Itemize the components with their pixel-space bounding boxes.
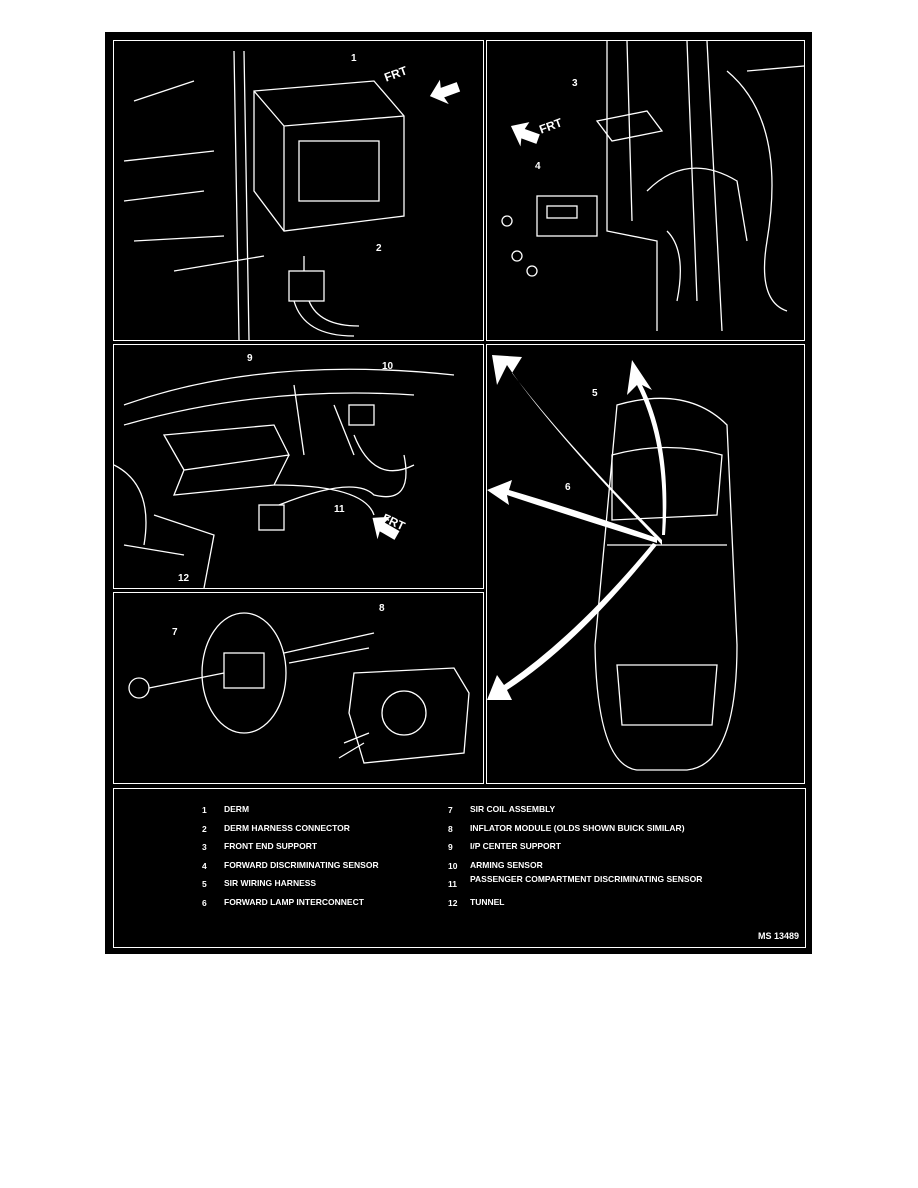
callout-7: 7	[172, 627, 178, 638]
derm-illustration	[123, 50, 461, 340]
callout-1: 1	[351, 53, 357, 64]
legend-item: 5 SIR WIRING HARNESS	[202, 879, 316, 889]
legend-item: 9 I/P CENTER SUPPORT	[448, 842, 561, 852]
legend-item-number: 10	[448, 860, 458, 871]
panel-derm: 1 2 FRT	[113, 40, 484, 341]
panel-forward-sensor: 3 4 FRT	[486, 40, 805, 341]
legend-item-number: 3	[202, 842, 207, 852]
legend-item-number: 11	[448, 879, 457, 889]
legend-item-label: FORWARD LAMP INTERCONNECT	[224, 896, 364, 907]
legend-item-number: 9	[448, 842, 453, 852]
legend-item-label: DERM	[224, 804, 250, 814]
panel-steering-wheel: 7 8	[113, 592, 484, 784]
diagram-frame: 1 2 FRT 3 4 FRT 9 10	[105, 32, 812, 954]
legend-item: 3 FRONT END SUPPORT	[202, 842, 317, 852]
legend-item: 8 INFLATOR MODULE (OLDS SHOWN BUICK SIMIL…	[448, 822, 685, 834]
legend-item-label: I/P CENTER SUPPORT	[470, 841, 561, 851]
legend-item: 2 DERM HARNESS CONNECTOR	[202, 822, 350, 834]
legend-item-number: 7	[448, 805, 453, 815]
steering-illustration	[128, 612, 470, 764]
forward-sensor-illustration	[501, 41, 804, 332]
legend: 1 DERM 2 DERM HARNESS CONNECTOR 3 FRONT END S…	[113, 788, 806, 948]
legend-item-label: SIR WIRING HARNESS	[224, 878, 317, 888]
legend-item-label: ARMING SENSOR	[470, 859, 543, 870]
legend-item-label: FRONT END SUPPORT	[224, 841, 318, 851]
legend-item: 1 DERM	[202, 805, 249, 815]
legend-item-label: INFLATOR MODULE (OLDS SHOWN BUICK SIMILA…	[470, 822, 685, 833]
legend-item: 10 ARMING SENSOR	[448, 859, 543, 871]
legend-item: 7 SIR COIL ASSEMBLY	[448, 805, 555, 815]
legend-item-number: 4	[202, 860, 207, 871]
panel-car-overview: 5 6	[486, 344, 805, 784]
legend-item-number: 12	[448, 897, 458, 908]
panel-ip-center-support: 9 10 11 12 FRT	[113, 344, 484, 589]
callout-11: 11	[334, 504, 345, 515]
legend-item-number: 2	[202, 823, 207, 834]
figure-id: MS 13489	[757, 931, 799, 941]
ip-center-illustration	[114, 368, 455, 588]
callout-5: 5	[592, 388, 598, 399]
car-illustration	[487, 355, 738, 771]
legend-item: 6 FORWARD LAMP INTERCONNECT	[202, 896, 364, 908]
callout-10: 10	[382, 361, 394, 372]
legend-item-label: FORWARD DISCRIMINATING SENSOR	[224, 859, 379, 870]
callout-12: 12	[178, 573, 190, 584]
callout-8: 8	[379, 603, 385, 614]
legend-item-number: 1	[202, 805, 207, 815]
legend-item-label: PASSENGER COMPARTMENT DISCRIMINATING SEN…	[470, 874, 703, 884]
legend-item-label: DERM HARNESS CONNECTOR	[224, 822, 350, 833]
legend-item: 4 FORWARD DISCRIMINATING SENSOR	[202, 859, 379, 871]
callout-6: 6	[565, 482, 571, 493]
callout-2: 2	[376, 243, 382, 254]
legend-item-label: TUNNEL	[470, 896, 505, 907]
callout-3: 3	[572, 78, 578, 89]
legend-item-number: 6	[202, 897, 207, 908]
legend-item: 11 PASSENGER COMPARTMENT DISCRIMINATING S…	[448, 875, 702, 889]
legend-item-number: 5	[202, 879, 207, 889]
legend-item: 12 TUNNEL	[448, 896, 505, 908]
legend-item-number: 8	[448, 823, 453, 834]
callout-9: 9	[247, 353, 253, 364]
legend-item-label: SIR COIL ASSEMBLY	[470, 804, 556, 814]
callout-4: 4	[535, 161, 541, 172]
